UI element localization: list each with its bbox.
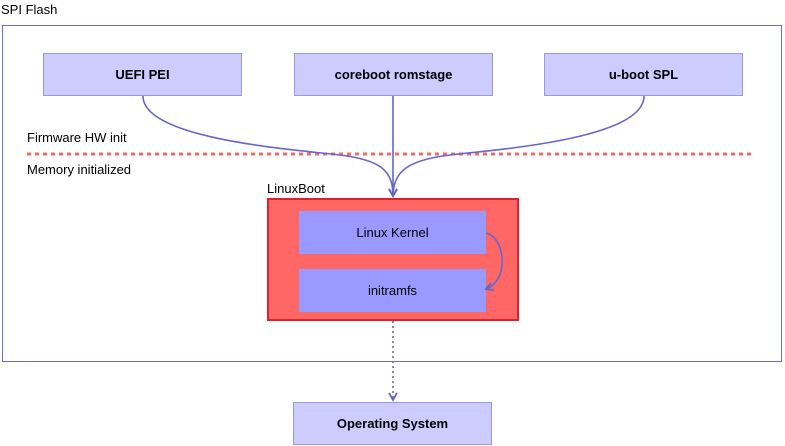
coreboot-romstage-box[interactable]: coreboot romstage (294, 53, 493, 96)
linux-kernel-box[interactable]: Linux Kernel (299, 211, 486, 254)
linuxboot-label: LinuxBoot (267, 181, 325, 196)
spi-flash-label: SPI Flash (1, 2, 58, 17)
memory-initialized-label: Memory initialized (27, 162, 132, 177)
firmware-hw-init-label: Firmware HW init (27, 130, 127, 145)
uefi-pei-box[interactable]: UEFI PEI (43, 53, 242, 96)
operating-system-box[interactable]: Operating System (293, 402, 492, 445)
uboot-spl-box[interactable]: u-boot SPL (544, 53, 743, 96)
spi-flash-container (2, 25, 782, 362)
initramfs-box[interactable]: initramfs (299, 269, 486, 312)
